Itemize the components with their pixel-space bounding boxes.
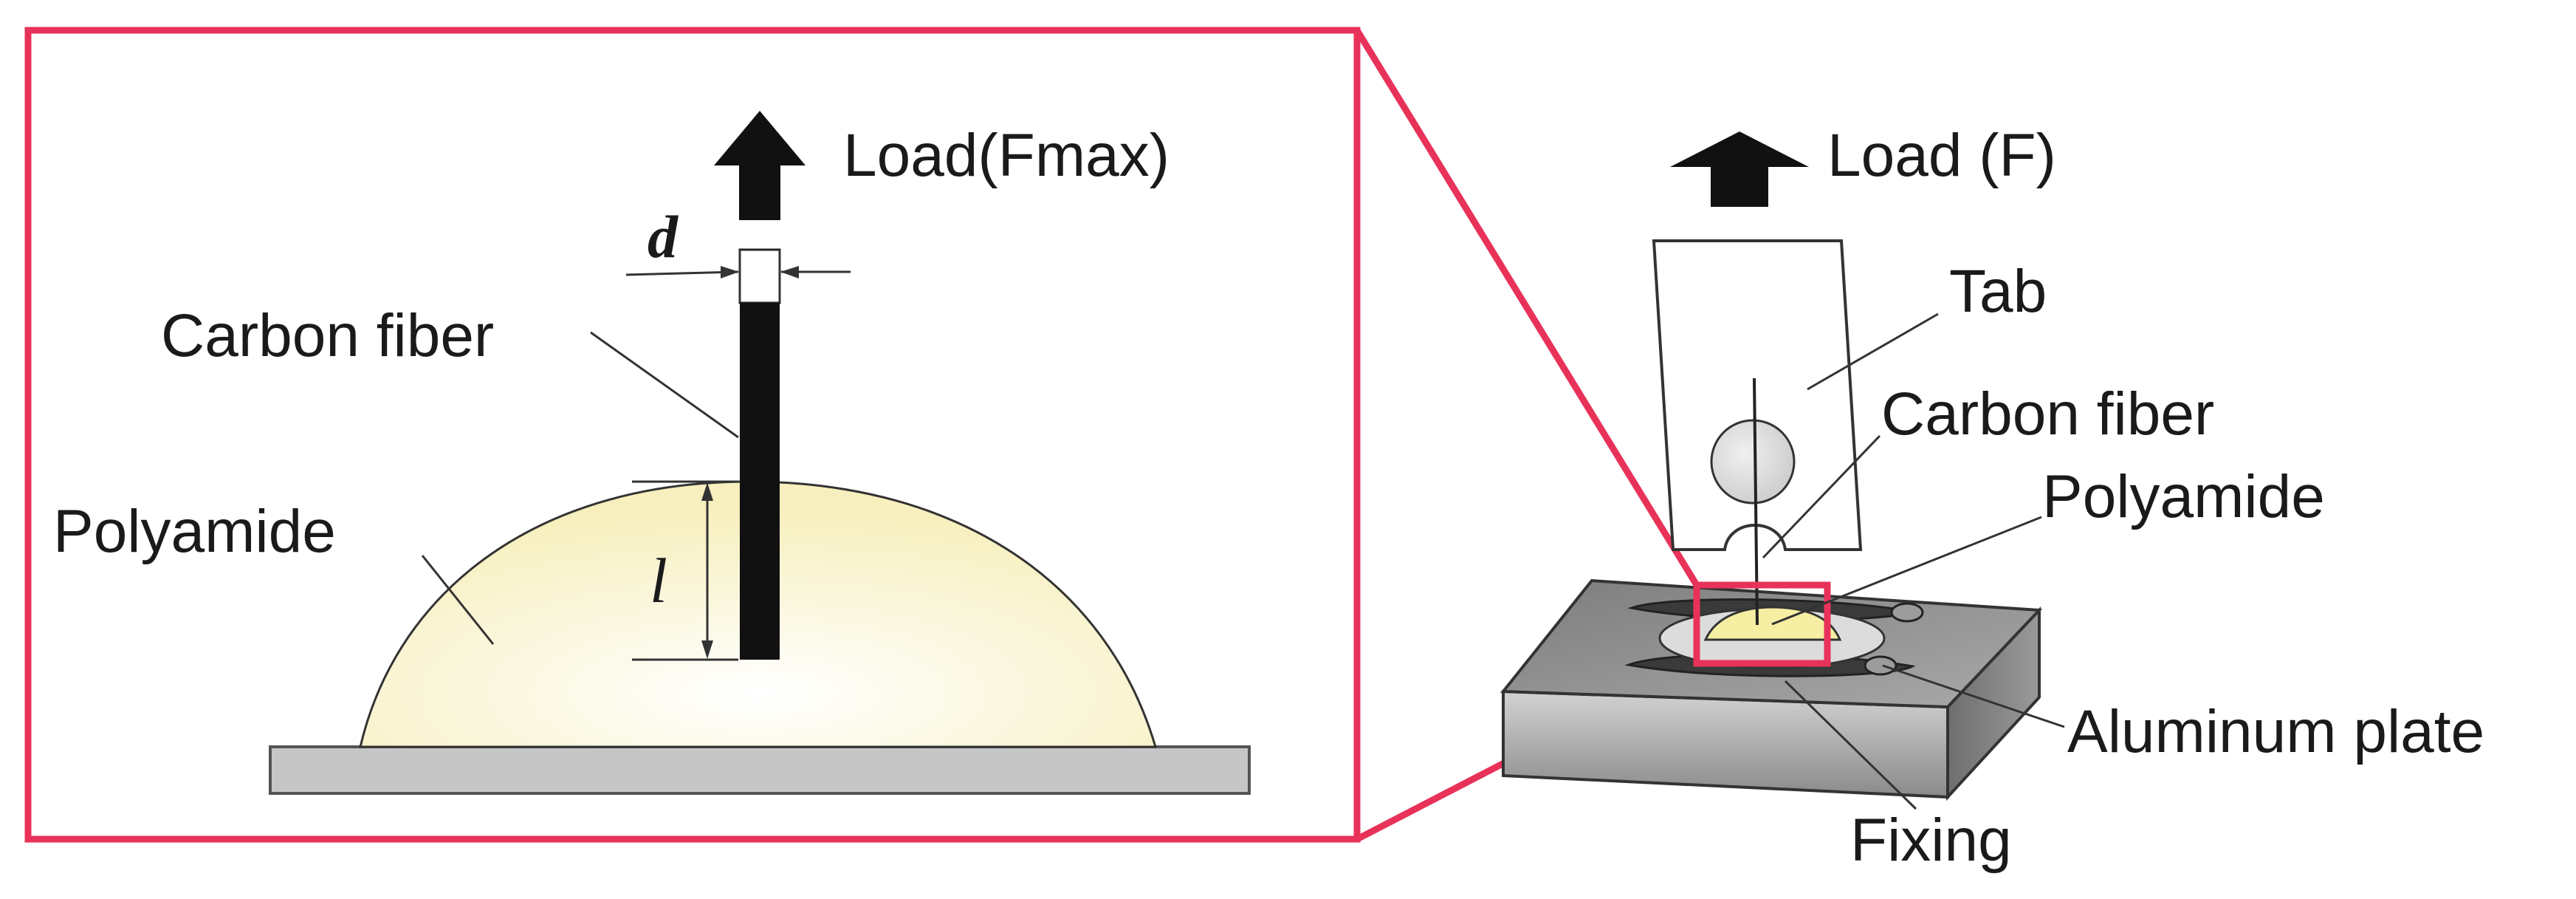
aluminum-plate-label: Aluminum plate xyxy=(2067,698,2484,765)
detail-carbon-fiber-label: Carbon fiber xyxy=(161,302,494,369)
tab-hole xyxy=(1710,419,1796,505)
detail-fiber-top xyxy=(738,248,781,304)
detail-frame xyxy=(24,27,1361,843)
overview-panel: Load (F) Tab Carbon fiber Polyamide Alum… xyxy=(1500,122,2484,874)
aluminum-plate-front xyxy=(1502,689,1949,799)
detail-polyamide-label: Polyamide xyxy=(53,498,336,565)
diameter-arrowhead-left-icon xyxy=(721,266,739,278)
tab-label: Tab xyxy=(1949,258,2047,325)
detail-load-arrow-icon xyxy=(714,111,806,220)
fixing-label: Fixing xyxy=(1850,807,2012,874)
overview-polyamide-leader xyxy=(1771,516,2042,626)
diameter-symbol: d xyxy=(648,203,679,270)
tab xyxy=(1652,239,1863,551)
fixing-leader xyxy=(1784,680,1917,810)
detail-carbon-fiber-leader xyxy=(590,331,739,439)
detail-panel: Load(Fmax) d l Carbon fiber Polyamide xyxy=(24,27,1361,843)
overview-polyamide-label: Polyamide xyxy=(2042,463,2325,530)
detail-polyamide-leader xyxy=(421,555,495,645)
highlight-box xyxy=(1693,581,1831,667)
diameter-dimension xyxy=(625,250,851,303)
detail-substrate xyxy=(269,745,1251,795)
overview-carbon-fiber-label: Carbon fiber xyxy=(1881,380,2214,448)
length-arrowhead-top-icon xyxy=(701,482,713,501)
length-symbol: l xyxy=(650,545,667,616)
length-arrowhead-bottom-icon xyxy=(701,640,713,659)
diameter-arrowhead-right-icon xyxy=(780,266,799,278)
fixing-pin-lower xyxy=(1864,655,1897,676)
aluminum-plate-leader xyxy=(1882,664,2065,728)
length-dimension xyxy=(632,480,738,661)
detail-load-label: Load(Fmax) xyxy=(843,122,1169,189)
tab-leader xyxy=(1807,312,1939,391)
overview-carbon-fiber-leader xyxy=(1762,434,1881,559)
fixing-pin-upper xyxy=(1890,602,1924,623)
detail-carbon-fiber xyxy=(740,303,780,660)
overview-load-label: Load (F) xyxy=(1827,122,2056,189)
overview-load-arrow-icon xyxy=(1670,131,1809,207)
